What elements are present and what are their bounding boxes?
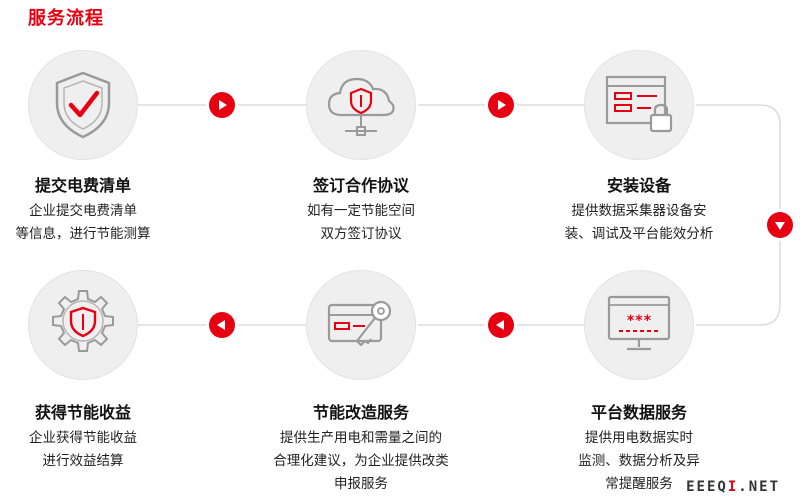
monitor-icon: *** [607,295,671,351]
step-1-desc: 企业提交电费清单等信息，进行节能测算 [15,203,151,242]
arrow-left-icon [209,312,235,338]
step-4-desc: 提供用电数据实时监测、数据分析及异常提醒服务 [578,430,700,492]
shield-check-icon [55,71,111,139]
step-3-desc: 提供数据采集器设备安装、调试及平台能效分析 [564,203,714,242]
step-3-circle [584,50,694,160]
page-title: 服务流程 [28,8,104,29]
card-key-icon [327,300,392,347]
step-3-title: 安装设备 [606,176,672,195]
step-1-title: 提交电费清单 [34,176,132,195]
step-2-circle [306,50,416,160]
step-5-desc: 提供生产用电和需量之间的合理化建议，为企业提供改类申报服务 [273,430,449,492]
step-5-title: 节能改造服务 [312,403,410,422]
arrow-left-icon [488,312,514,338]
window-lock-icon [605,75,673,133]
step-6-desc: 企业获得节能收益进行效益结算 [29,430,137,469]
step-4-title: 平台数据服务 [590,403,688,422]
step-6-title: 获得节能收益 [34,403,132,422]
arrow-right-icon [209,92,235,118]
step-4-circle: *** [584,270,694,380]
step-6-circle [28,270,138,380]
arrow-right-icon [488,92,514,118]
step-1-circle [28,50,138,160]
step-2-desc: 如有一定节能空间双方签订协议 [307,203,415,242]
arrow-down-icon [767,212,793,238]
watermark-logo: EEEQI.NET [686,479,780,495]
cloud-shield-icon [327,77,395,136]
step-5-circle [306,270,416,380]
svg-text:***: *** [626,313,651,329]
step-2-title: 签订合作协议 [312,176,410,195]
gear-shield-icon [52,290,114,352]
